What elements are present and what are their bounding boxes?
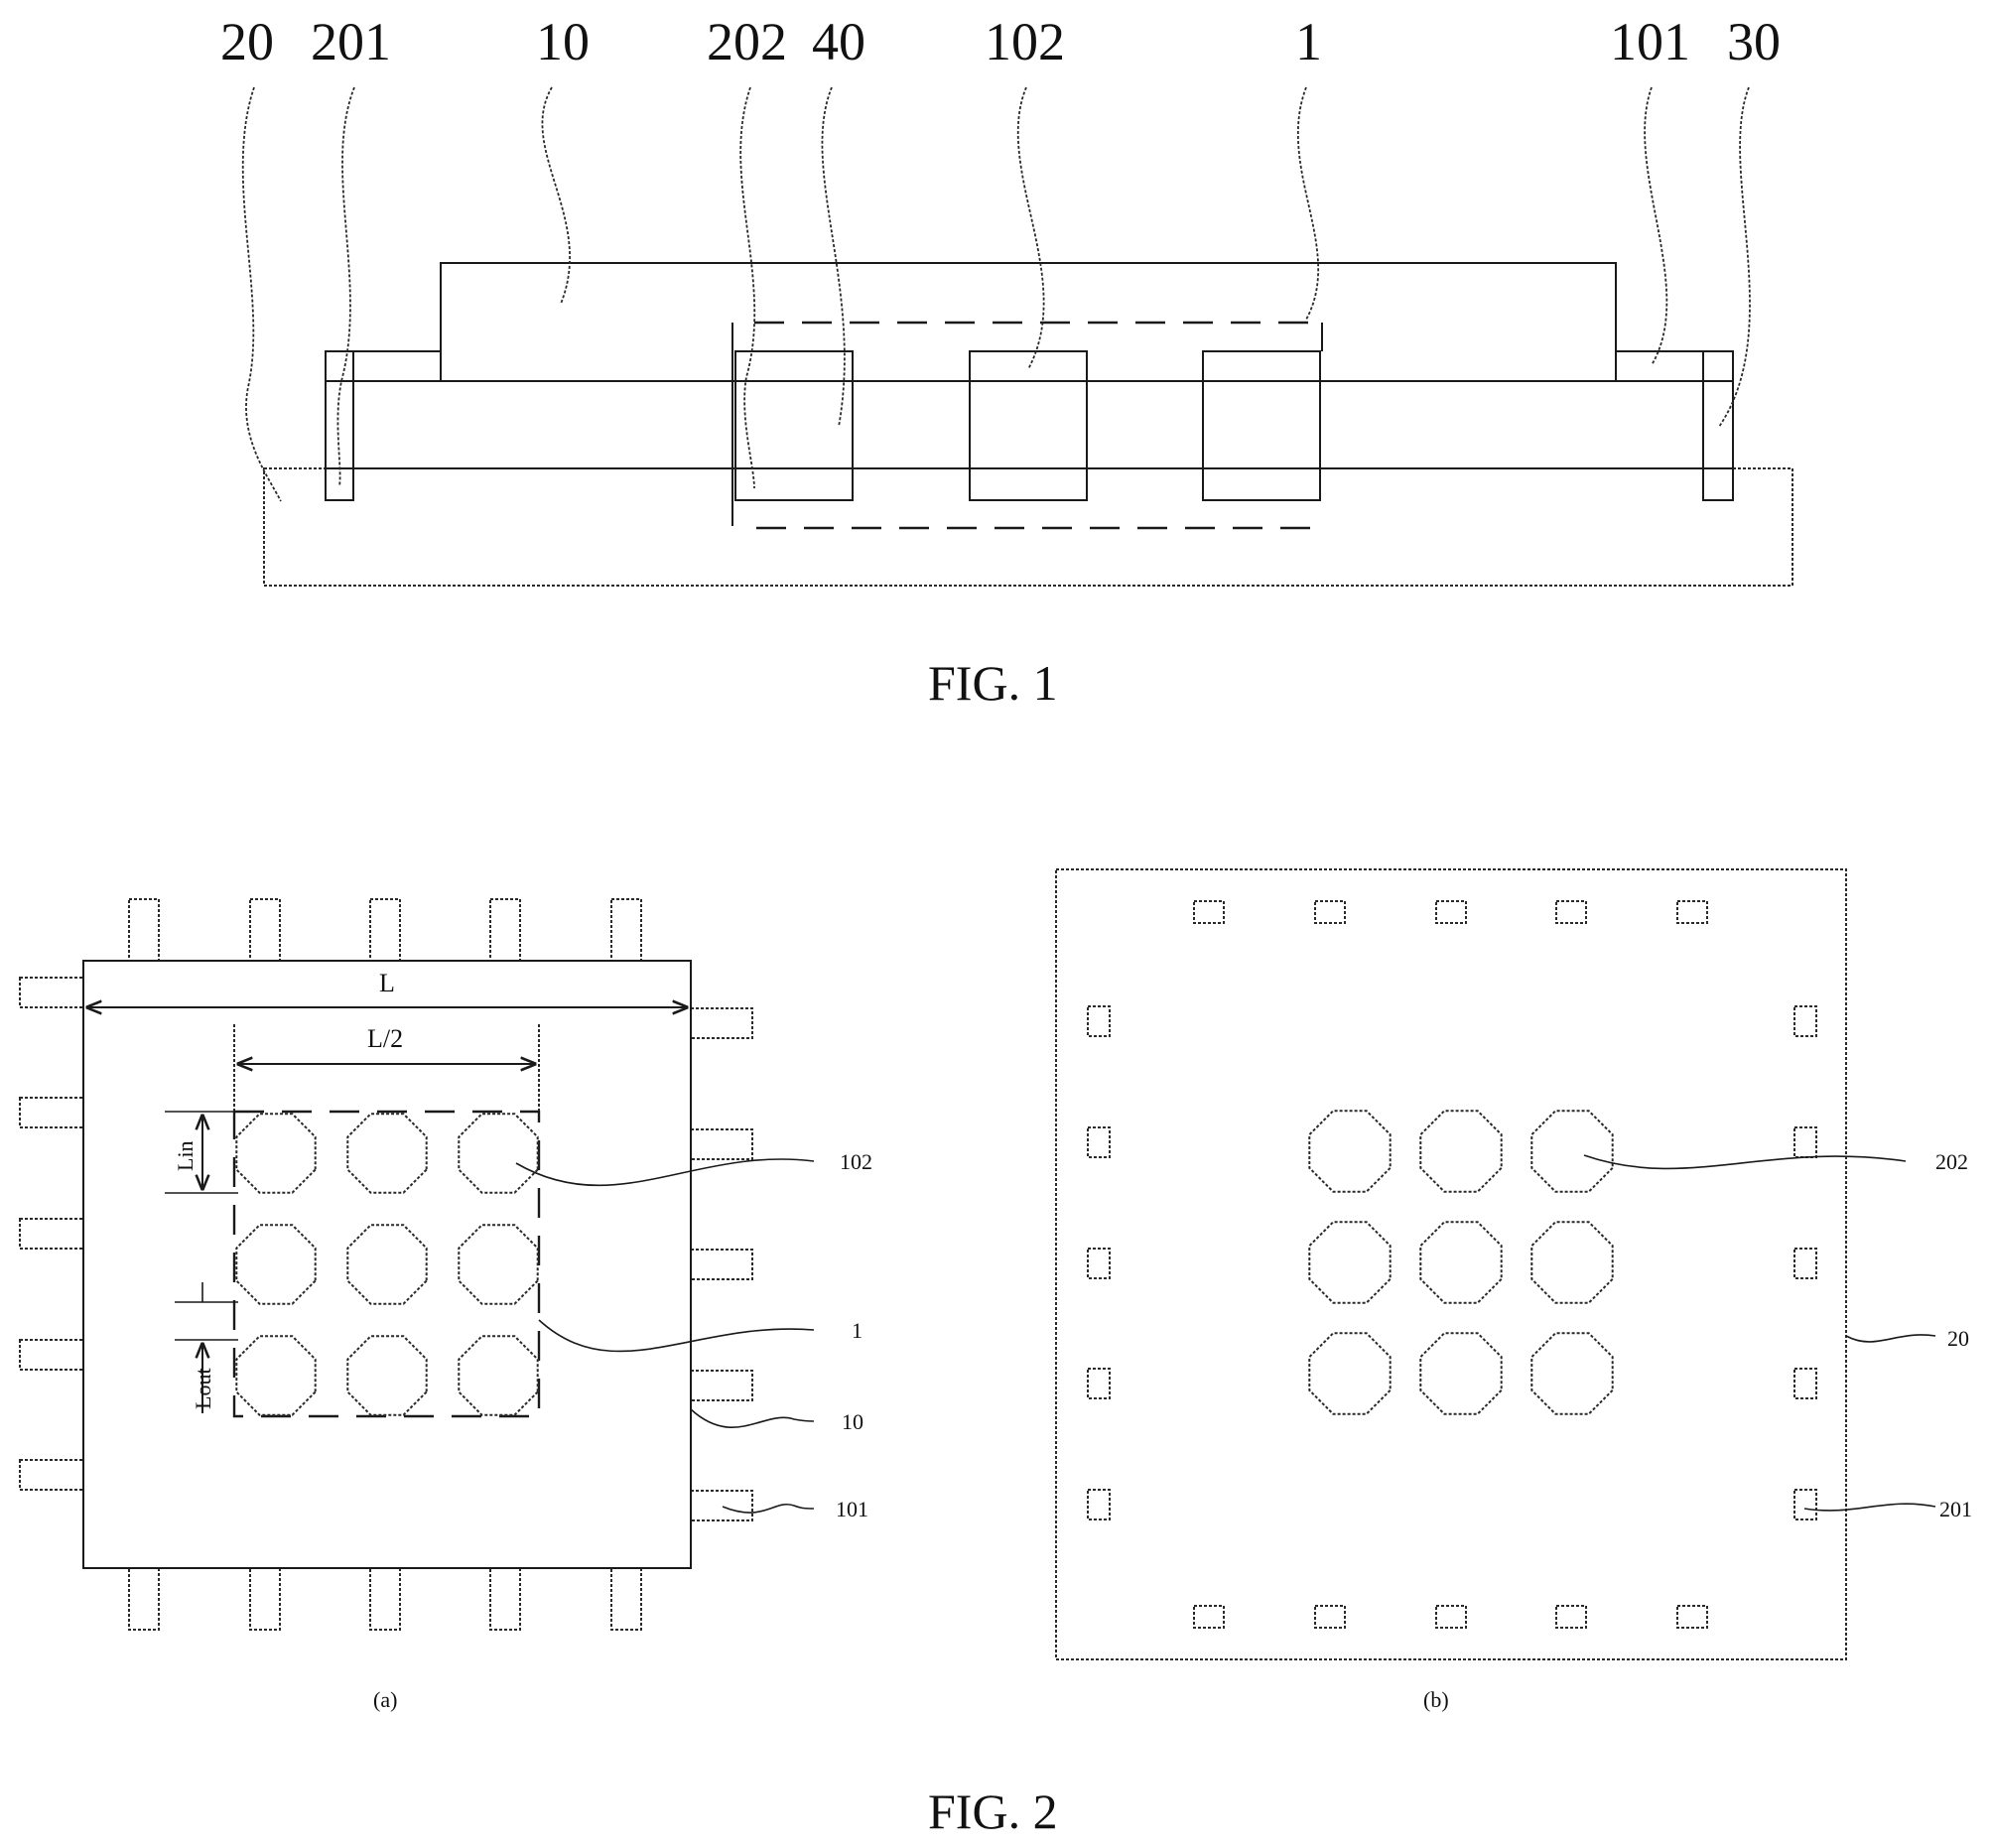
sublabel-b: (b) [1423, 1687, 1449, 1712]
label-20: 20 [220, 12, 274, 71]
leader-202-b [1584, 1155, 1906, 1168]
bottom-pads-201 [1194, 1606, 1707, 1628]
leader-10-a [691, 1409, 814, 1427]
leader-10 [542, 87, 570, 304]
leader-101 [1645, 87, 1666, 365]
leader-201-b [1804, 1504, 1935, 1511]
region-1-box [234, 1112, 539, 1416]
callout-1-a: 1 [852, 1318, 863, 1343]
callout-10-a: 10 [842, 1409, 863, 1434]
fig2b-substrate-view: 202 20 201 (b) [1056, 869, 1972, 1712]
left-leads [20, 978, 83, 1490]
fig1-caption: FIG. 1 [928, 655, 1058, 711]
pad-102-b [970, 351, 1087, 500]
dim-L2-label: L/2 [367, 1024, 403, 1053]
left-pads-201 [1088, 1006, 1110, 1519]
label-30: 30 [1727, 12, 1781, 71]
right-lead-leg-30 [1703, 351, 1733, 500]
lead-101 [691, 1491, 752, 1520]
leader-40 [822, 87, 844, 427]
leader-1-a [539, 1320, 814, 1351]
leader-202 [740, 87, 754, 488]
right-pads-201 [1794, 1006, 1816, 1519]
callout-101-a: 101 [836, 1497, 868, 1521]
pad-grid-102 [236, 1114, 537, 1414]
pad-202-r2c2 [1420, 1222, 1501, 1302]
callout-20-b: 20 [1947, 1326, 1969, 1351]
pad-102-r2c1 [236, 1225, 315, 1303]
leader-30 [1719, 87, 1750, 427]
label-10: 10 [536, 12, 590, 71]
label-40: 40 [812, 12, 865, 71]
pad-102-r3c1 [236, 1336, 315, 1414]
top-leads [129, 899, 641, 961]
bottom-leads [129, 1568, 641, 1630]
left-lead-top [326, 351, 441, 381]
label-202: 202 [707, 12, 787, 71]
substrate-20-top [1056, 869, 1846, 1659]
pad-grid-202 [1309, 1111, 1612, 1413]
dim-Lout-label: Lout [191, 1368, 215, 1409]
pad-202-r2c3 [1531, 1222, 1612, 1302]
callout-102-a: 102 [840, 1149, 872, 1174]
leader-201 [337, 87, 354, 486]
pad-202-r3c3 [1531, 1333, 1612, 1413]
pad-202-r3c2 [1420, 1333, 1501, 1413]
pad-202-r1c1 [1309, 1111, 1390, 1191]
pad-201 [1794, 1490, 1816, 1519]
chip-body-10 [441, 263, 1616, 381]
pad-202-r3c1 [1309, 1333, 1390, 1413]
callout-202-b: 202 [1935, 1149, 1968, 1174]
right-leads [691, 1008, 752, 1520]
pad-102-r2c3 [459, 1225, 537, 1303]
substrate-20 [264, 468, 1792, 586]
callout-201-b: 201 [1939, 1497, 1972, 1521]
dim-L-label: L [379, 969, 395, 997]
right-lead-top-101 [1616, 351, 1733, 381]
pad-202-r1c2 [1420, 1111, 1501, 1191]
pad-202-r2c1 [1309, 1222, 1390, 1302]
fig1-cross-section: 20 201 10 202 40 102 1 101 30 FIG. 1 [220, 12, 1792, 711]
pad-102-r3c2 [347, 1336, 426, 1414]
pad-102-r3c3 [459, 1336, 537, 1414]
leader-20 [243, 87, 281, 501]
leader-1 [1298, 87, 1318, 320]
label-102: 102 [985, 12, 1065, 71]
pad-102-r1c2 [347, 1114, 426, 1192]
fig2a-top-view: L L/2 Lin Lout 102 1 10 101 (a) [20, 899, 872, 1712]
label-201: 201 [311, 12, 391, 71]
leader-101-a [723, 1505, 814, 1513]
label-1: 1 [1295, 12, 1322, 71]
fig2-caption: FIG. 2 [928, 1783, 1058, 1839]
pad-102-c [1203, 351, 1320, 500]
dim-Lin-label: Lin [173, 1140, 198, 1171]
leader-20-b [1846, 1335, 1935, 1342]
pad-102-r1c1 [236, 1114, 315, 1192]
top-pads-201 [1194, 901, 1707, 923]
label-101: 101 [1610, 12, 1690, 71]
leader-102-a [516, 1159, 814, 1185]
sublabel-a: (a) [373, 1687, 397, 1712]
pad-202-r1c3 [1531, 1111, 1612, 1191]
pad-102-r1c3 [459, 1114, 537, 1192]
pad-102-r2c2 [347, 1225, 426, 1303]
leader-102 [1018, 87, 1044, 369]
